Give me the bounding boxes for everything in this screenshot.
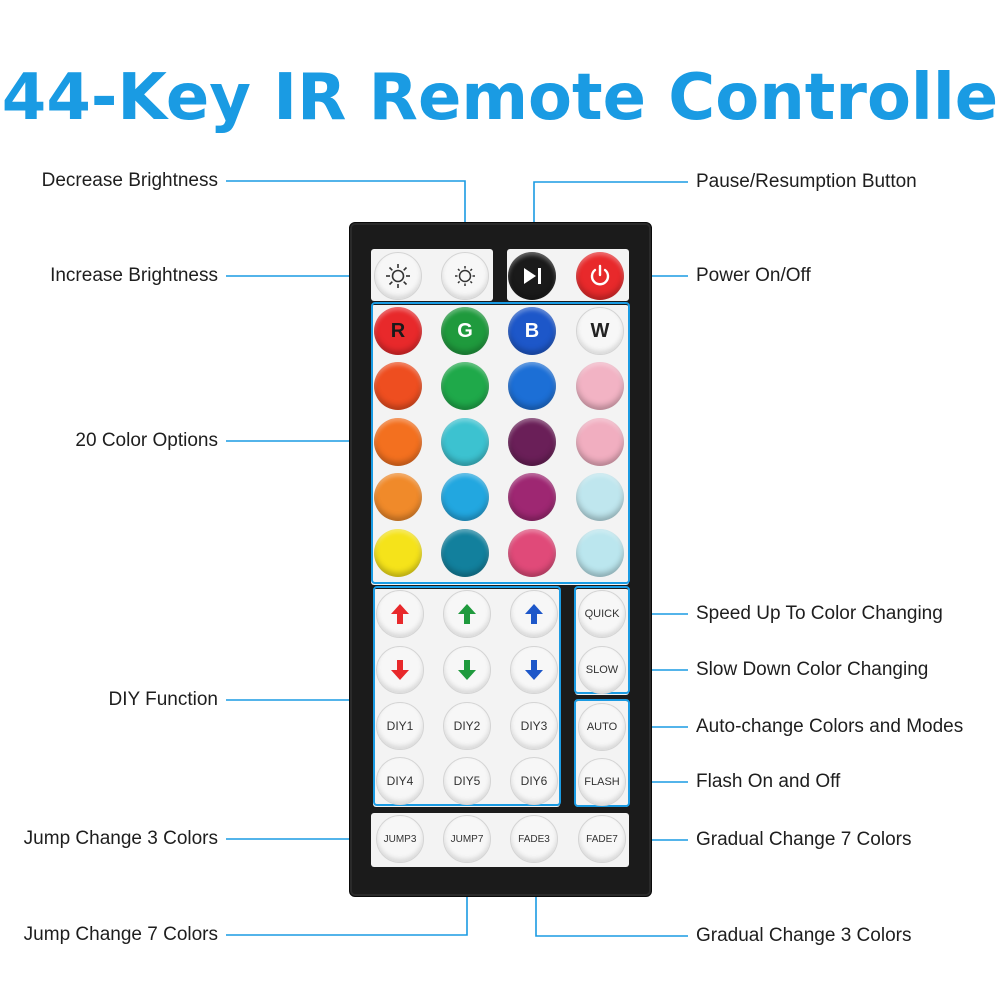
callout-color-options xyxy=(371,302,630,584)
label-speed-up: Speed Up To Color Changing xyxy=(696,603,943,624)
color-button-4-3[interactable] xyxy=(508,529,556,577)
arrow-down-icon xyxy=(458,660,476,680)
quick-label: QUICK xyxy=(584,608,620,620)
diy1-button[interactable]: DIY1 xyxy=(376,702,424,750)
color-button-2-2[interactable] xyxy=(441,418,489,466)
label-increase-brightness: Increase Brightness xyxy=(50,265,218,286)
color-button-3-3[interactable] xyxy=(508,473,556,521)
color-button-1-4[interactable] xyxy=(576,362,624,410)
blue-down-button[interactable] xyxy=(510,646,558,694)
diy4-label: DIY4 xyxy=(386,774,414,788)
color-button-3-4[interactable] xyxy=(576,473,624,521)
arrow-up-icon xyxy=(525,604,543,624)
fade7-button[interactable]: FADE7 xyxy=(578,815,626,863)
callout-mode xyxy=(574,699,630,807)
slow-button[interactable]: SLOW xyxy=(578,646,626,694)
diy3-button[interactable]: DIY3 xyxy=(510,702,558,750)
color-button-4-4[interactable] xyxy=(576,529,624,577)
blue-up-button[interactable] xyxy=(510,590,558,638)
flash-button[interactable]: FLASH xyxy=(578,758,626,806)
page-title: 44-Key IR Remote Controlle xyxy=(1,61,999,135)
blue-button[interactable]: B xyxy=(508,307,556,355)
diy2-button[interactable]: DIY2 xyxy=(443,702,491,750)
quick-button[interactable]: QUICK xyxy=(578,590,626,638)
auto-label: AUTO xyxy=(586,721,618,733)
power-icon xyxy=(590,264,610,286)
diy1-label: DIY1 xyxy=(386,719,414,733)
sun-small-icon xyxy=(455,266,475,286)
decrease-brightness-button[interactable] xyxy=(441,252,489,300)
red-up-button[interactable] xyxy=(376,590,424,638)
diy4-button[interactable]: DIY4 xyxy=(376,757,424,805)
label-fade7: Gradual Change 7 Colors xyxy=(696,829,912,850)
diy6-button[interactable]: DIY6 xyxy=(510,757,558,805)
red-down-button[interactable] xyxy=(376,646,424,694)
diy3-label: DIY3 xyxy=(520,719,548,733)
callout-diy xyxy=(373,586,561,806)
arrow-up-icon xyxy=(458,604,476,624)
color-button-1-3[interactable] xyxy=(508,362,556,410)
fade3-label: FADE3 xyxy=(518,833,550,845)
fade3-button[interactable]: FADE3 xyxy=(510,815,558,863)
color-button-2-3[interactable] xyxy=(508,418,556,466)
color-button-1-2[interactable] xyxy=(441,362,489,410)
white-button[interactable]: W xyxy=(576,307,624,355)
label-flash: Flash On and Off xyxy=(696,771,841,792)
label-jump7: Jump Change 7 Colors xyxy=(23,924,218,945)
label-color-options: 20 Color Options xyxy=(75,430,218,451)
slow-label: SLOW xyxy=(585,664,619,676)
color-button-3-1[interactable] xyxy=(374,473,422,521)
jump3-label: JUMP3 xyxy=(383,833,417,845)
diy2-label: DIY2 xyxy=(453,719,481,733)
diy5-label: DIY5 xyxy=(453,774,481,788)
label-fade3: Gradual Change 3 Colors xyxy=(696,925,912,946)
color-button-4-2[interactable] xyxy=(441,529,489,577)
arrow-down-icon xyxy=(391,660,409,680)
jump3-button[interactable]: JUMP3 xyxy=(376,815,424,863)
label-diy-function: DIY Function xyxy=(108,689,218,710)
white-label: W xyxy=(590,319,610,342)
diy5-button[interactable]: DIY5 xyxy=(443,757,491,805)
jump7-label: JUMP7 xyxy=(450,833,484,845)
jump7-button[interactable]: JUMP7 xyxy=(443,815,491,863)
label-decrease-brightness: Decrease Brightness xyxy=(41,170,218,191)
increase-brightness-button[interactable] xyxy=(374,252,422,300)
label-auto-change: Auto-change Colors and Modes xyxy=(696,716,964,737)
red-button[interactable]: R xyxy=(374,307,422,355)
play-pause-icon xyxy=(524,268,541,284)
color-button-3-2[interactable] xyxy=(441,473,489,521)
power-button[interactable] xyxy=(576,252,624,300)
label-pause-resumption: Pause/Resumption Button xyxy=(696,171,917,192)
play-pause-button[interactable] xyxy=(508,252,556,300)
sun-outline-icon xyxy=(386,264,410,288)
label-slow-down: Slow Down Color Changing xyxy=(696,659,929,680)
color-button-1-1[interactable] xyxy=(374,362,422,410)
arrow-down-icon xyxy=(525,660,543,680)
blue-label: B xyxy=(524,319,540,342)
arrow-up-icon xyxy=(391,604,409,624)
color-button-2-4[interactable] xyxy=(576,418,624,466)
green-up-button[interactable] xyxy=(443,590,491,638)
green-button[interactable]: G xyxy=(441,307,489,355)
red-label: R xyxy=(390,319,406,342)
green-label: G xyxy=(457,319,473,342)
flash-label: FLASH xyxy=(584,776,620,788)
color-button-4-1[interactable] xyxy=(374,529,422,577)
auto-button[interactable]: AUTO xyxy=(578,703,626,751)
diy6-label: DIY6 xyxy=(520,774,548,788)
label-jump3: Jump Change 3 Colors xyxy=(23,828,218,849)
label-power: Power On/Off xyxy=(696,265,811,286)
color-button-2-1[interactable] xyxy=(374,418,422,466)
fade7-label: FADE7 xyxy=(586,833,618,845)
green-down-button[interactable] xyxy=(443,646,491,694)
